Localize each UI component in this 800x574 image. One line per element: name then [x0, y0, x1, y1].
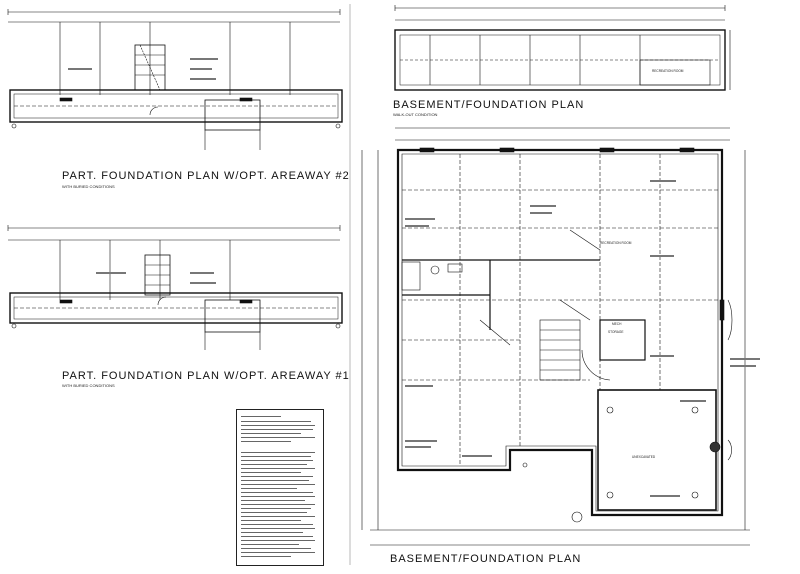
title-basement-main: BASEMENT/FOUNDATION PLAN	[390, 553, 582, 565]
annotation-text	[68, 58, 760, 497]
general-notes-box	[236, 409, 324, 566]
subtitle-part-plan-2: WITH BURIED CONDITIONS	[62, 184, 115, 189]
room-label-recreation-top: RECREATION ROOM	[652, 69, 684, 73]
title-part-plan-2: PART. FOUNDATION PLAN W/OPT. AREAWAY #2	[62, 170, 350, 182]
part-plan-1-drawing	[7, 225, 343, 350]
subtitle-basement-top: WALK-OUT CONDITION	[393, 112, 438, 117]
room-label-recreation: RECREATION ROOM	[600, 241, 632, 245]
basement-main-drawing	[361, 127, 750, 546]
part-plan-2-drawing	[7, 9, 343, 150]
subtitle-part-plan-1: WITH BURIED CONDITIONS	[62, 383, 115, 388]
title-basement-top: BASEMENT/FOUNDATION PLAN	[393, 99, 585, 111]
basement-top-drawing	[394, 5, 731, 91]
room-label-mech: MECH	[612, 322, 622, 326]
room-label-unexcavated: UNEXCAVATED	[632, 455, 656, 459]
room-label-storage: STORAGE	[608, 330, 624, 334]
title-part-plan-1: PART. FOUNDATION PLAN W/OPT. AREAWAY #1	[62, 370, 350, 382]
